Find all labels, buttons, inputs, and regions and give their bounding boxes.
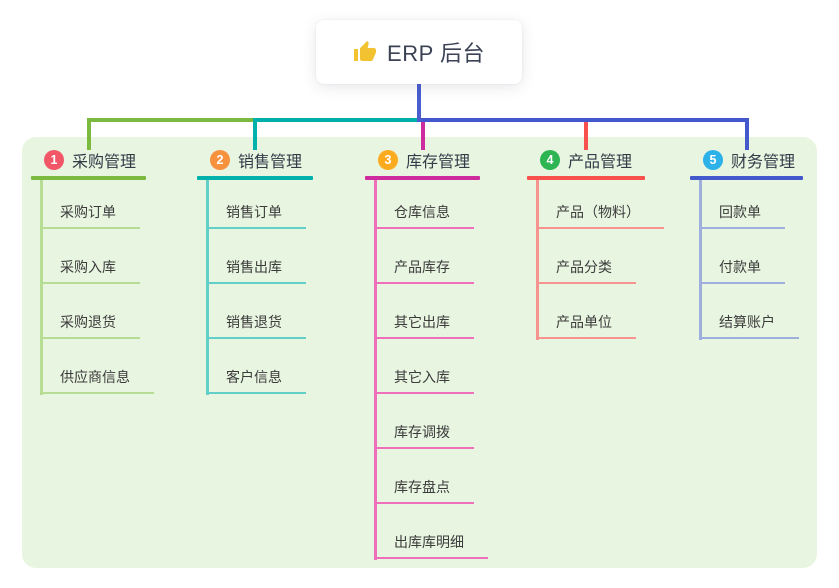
leaf-node[interactable]: 客户信息 <box>206 367 306 394</box>
branch-badge-3: 3 <box>378 149 398 170</box>
root-title: ERP 后台 <box>387 41 485 66</box>
branches-panel <box>22 137 817 568</box>
leaf-node[interactable]: 销售出库 <box>206 257 306 284</box>
branch-badge-2: 2 <box>210 149 230 170</box>
leaf-node[interactable]: 采购入库 <box>40 257 140 284</box>
branch-underline <box>527 176 645 180</box>
leaf-node[interactable]: 销售订单 <box>206 202 306 229</box>
leaf-node[interactable]: 产品库存 <box>374 257 474 284</box>
root-node[interactable]: ERP 后台 <box>316 20 522 84</box>
branch-underline <box>31 176 146 180</box>
connector-root-vertical <box>417 84 421 122</box>
branch-title: 财务管理 <box>731 153 796 171</box>
leaf-node[interactable]: 其它出库 <box>374 312 474 339</box>
leaf-node[interactable]: 销售退货 <box>206 312 306 339</box>
leaf-node[interactable]: 产品分类 <box>536 257 636 284</box>
branch-underline <box>197 176 313 180</box>
connector-drop-branch4 <box>584 118 588 150</box>
branch-header-1[interactable]: 1 采购管理 <box>44 149 137 171</box>
branch-header-3[interactable]: 3 库存管理 <box>378 149 471 171</box>
branch-underline <box>690 176 803 180</box>
leaf-node[interactable]: 仓库信息 <box>374 202 474 229</box>
leaf-node[interactable]: 出库库明细 <box>374 532 488 559</box>
leaf-node[interactable]: 采购退货 <box>40 312 140 339</box>
leaf-node[interactable]: 产品（物料） <box>536 202 664 229</box>
branch-header-4[interactable]: 4 产品管理 <box>540 149 633 171</box>
branch-title: 库存管理 <box>406 153 471 171</box>
branch-badge-4: 4 <box>540 149 560 170</box>
branch-connector-line <box>536 178 539 340</box>
branch-connector-line <box>206 178 209 395</box>
connector-horizontal-branch5 <box>419 118 749 122</box>
branch-header-5[interactable]: 5 财务管理 <box>703 149 796 171</box>
leaf-node[interactable]: 其它入库 <box>374 367 474 394</box>
branch-badge-5: 5 <box>703 149 723 170</box>
branch-connector-line <box>699 178 702 340</box>
leaf-node[interactable]: 产品单位 <box>536 312 636 339</box>
leaf-node[interactable]: 结算账户 <box>699 312 799 339</box>
branch-connector-line <box>40 178 43 395</box>
leaf-node[interactable]: 回款单 <box>699 202 785 229</box>
branch-connector-line <box>374 178 377 560</box>
branch-header-2[interactable]: 2 销售管理 <box>210 149 303 171</box>
branch-underline <box>365 176 480 180</box>
leaf-node[interactable]: 供应商信息 <box>40 367 154 394</box>
leaf-node[interactable]: 库存调拨 <box>374 422 474 449</box>
branch-badge-1: 1 <box>44 149 64 170</box>
leaf-node[interactable]: 采购订单 <box>40 202 140 229</box>
leaf-node[interactable]: 付款单 <box>699 257 785 284</box>
branch-title: 产品管理 <box>568 153 633 171</box>
connector-drop-branch5 <box>745 118 749 150</box>
connector-horizontal-branch2 <box>253 118 421 122</box>
leaf-node[interactable]: 库存盘点 <box>374 477 474 504</box>
branch-title: 采购管理 <box>72 153 137 171</box>
connector-drop-branch3 <box>421 118 425 150</box>
connector-drop-branch2 <box>253 118 257 150</box>
branch-title: 销售管理 <box>238 153 303 171</box>
connector-drop-branch1 <box>87 118 91 150</box>
thumbs-up-icon <box>353 40 377 64</box>
